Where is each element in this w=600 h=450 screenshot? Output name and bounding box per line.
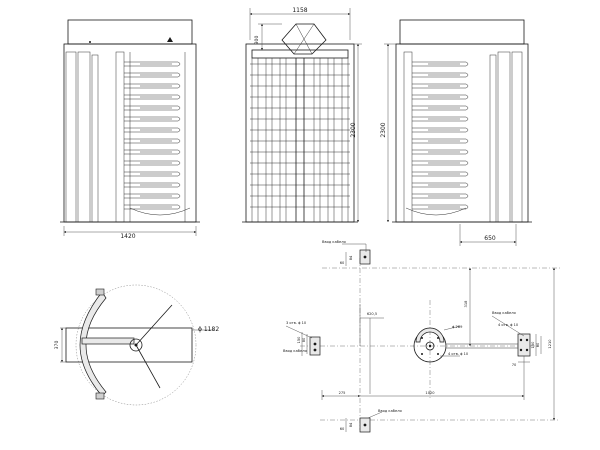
front-arm-bar <box>124 182 181 188</box>
plan-arm-lower <box>135 344 161 389</box>
rear-top-cover <box>399 19 525 45</box>
front-bottom-arc <box>129 207 191 216</box>
right-small-dim-3: 70 <box>512 363 517 367</box>
rotor-holes-label: 4 отв. ϕ 10 <box>448 352 469 356</box>
front-control-post <box>91 54 99 223</box>
rear-arm-bar <box>412 61 469 67</box>
left-small-dim-2: 80 <box>302 337 306 342</box>
rear-arm-bar <box>412 138 469 144</box>
right-cable-block <box>517 333 531 357</box>
side-height-label: 2300 <box>350 122 357 137</box>
right-vertical-dim: 318 <box>464 300 468 308</box>
cable-entry-bottom-label: Ввод кабеля <box>378 409 402 413</box>
rear-arm-bar <box>412 171 469 177</box>
right-hole-label: 4 отв. ϕ 10 <box>498 323 519 327</box>
right-small-dim-1: 150 <box>531 341 535 349</box>
plan-depth-label: 370 <box>54 341 60 350</box>
front-bars <box>124 61 181 210</box>
plan-arm-upper <box>135 304 173 346</box>
front-top-cover <box>67 19 193 45</box>
rear-arm-bar <box>412 105 469 111</box>
rear-control-post <box>489 54 497 223</box>
plan-body <box>65 327 193 363</box>
foundation-plan: Ввод кабеля 60 84 318 620,5 3 отв. ϕ 10 … <box>283 240 560 433</box>
rear-arm-bar <box>412 72 469 78</box>
right-small-dim-2: 80 <box>536 342 540 347</box>
side-posts <box>251 58 349 222</box>
side-view: 1158 300 2300 <box>242 7 362 223</box>
front-rotor-column <box>115 51 125 223</box>
rear-arm-bar <box>412 204 469 210</box>
plan-diameter-label: ϕ 1182 <box>198 326 219 333</box>
rear-arm-bar <box>412 149 469 155</box>
rotor-diameter-label: ϕ 289 <box>452 325 463 329</box>
side-top-height-label: 300 <box>254 36 260 45</box>
side-top-beam <box>251 49 349 59</box>
front-arm-bar <box>124 127 181 133</box>
front-warning-icon <box>167 37 173 42</box>
rear-arm-bar <box>412 83 469 89</box>
front-arm-bar <box>124 171 181 177</box>
cable-entry-top-label: Ввод кабеля <box>322 240 346 244</box>
side-frame <box>245 43 355 223</box>
rear-arm-bar <box>412 193 469 199</box>
left-small-dim-1: 150 <box>297 336 301 344</box>
top-small-dim-1: 60 <box>340 261 345 265</box>
front-arm-bar <box>124 149 181 155</box>
rear-frame <box>395 43 529 223</box>
side-top-width-label: 1158 <box>292 7 307 14</box>
front-left-panel <box>77 51 91 223</box>
rear-bars <box>412 61 469 210</box>
rear-arm-bar <box>412 94 469 100</box>
front-view: 1420 <box>60 19 200 240</box>
front-arm-bar <box>124 160 181 166</box>
front-width-label: 1420 <box>120 233 135 240</box>
left-hole-label: 3 отв. ϕ 10 <box>286 321 307 325</box>
rear-depth-label: 650 <box>484 235 496 242</box>
rear-view: 2300 650 <box>380 19 532 246</box>
front-arm-bar <box>124 193 181 199</box>
cable-entry-right-label: Ввод кабеля <box>492 311 516 315</box>
top-small-dim-2: 84 <box>349 255 353 260</box>
plan-arm-bank <box>81 337 135 345</box>
front-arm-bar <box>124 83 181 89</box>
rotor-hub <box>425 341 435 351</box>
front-arm-bar <box>124 138 181 144</box>
front-arm-bar <box>124 105 181 111</box>
plan-rotation-circle <box>75 284 197 406</box>
plan-view: 370 ϕ 1182 <box>54 284 219 406</box>
rear-arm-bar <box>412 160 469 166</box>
front-left-post <box>65 51 77 223</box>
cable-entry-left-label: Ввод кабеля <box>283 349 307 353</box>
rear-height-label: 2300 <box>380 122 387 137</box>
plan-rotor-hub <box>129 338 143 352</box>
plan-fence-bottom-end <box>95 392 105 400</box>
center-dim: 620,5 <box>367 312 377 316</box>
rear-arm-bar <box>412 116 469 122</box>
bottom-small-dim-2: 84 <box>349 422 353 427</box>
rear-rotor-column <box>403 51 413 223</box>
side-bars <box>250 58 350 222</box>
front-indicator-dot <box>89 41 91 43</box>
bottom-mid-dim: 1020 <box>425 391 435 395</box>
plan-fence-top-end <box>95 288 105 296</box>
front-arm-bar <box>124 72 181 78</box>
rear-right-post <box>511 51 523 223</box>
rotor-base-arc <box>415 327 445 343</box>
left-cable-block <box>309 336 321 356</box>
rear-right-panel <box>497 51 511 223</box>
plan-fence-arc <box>79 291 107 397</box>
rear-arm-bar <box>412 127 469 133</box>
front-arm-bar <box>124 116 181 122</box>
bottom-small-dim-1: 60 <box>340 427 345 431</box>
front-arm-bar <box>124 94 181 100</box>
front-arm-bar <box>124 61 181 67</box>
front-arm-bar <box>124 204 181 210</box>
rear-arm-bar <box>412 182 469 188</box>
far-right-dim: 1210 <box>548 339 552 349</box>
bottom-left-dim: 275 <box>339 391 346 395</box>
